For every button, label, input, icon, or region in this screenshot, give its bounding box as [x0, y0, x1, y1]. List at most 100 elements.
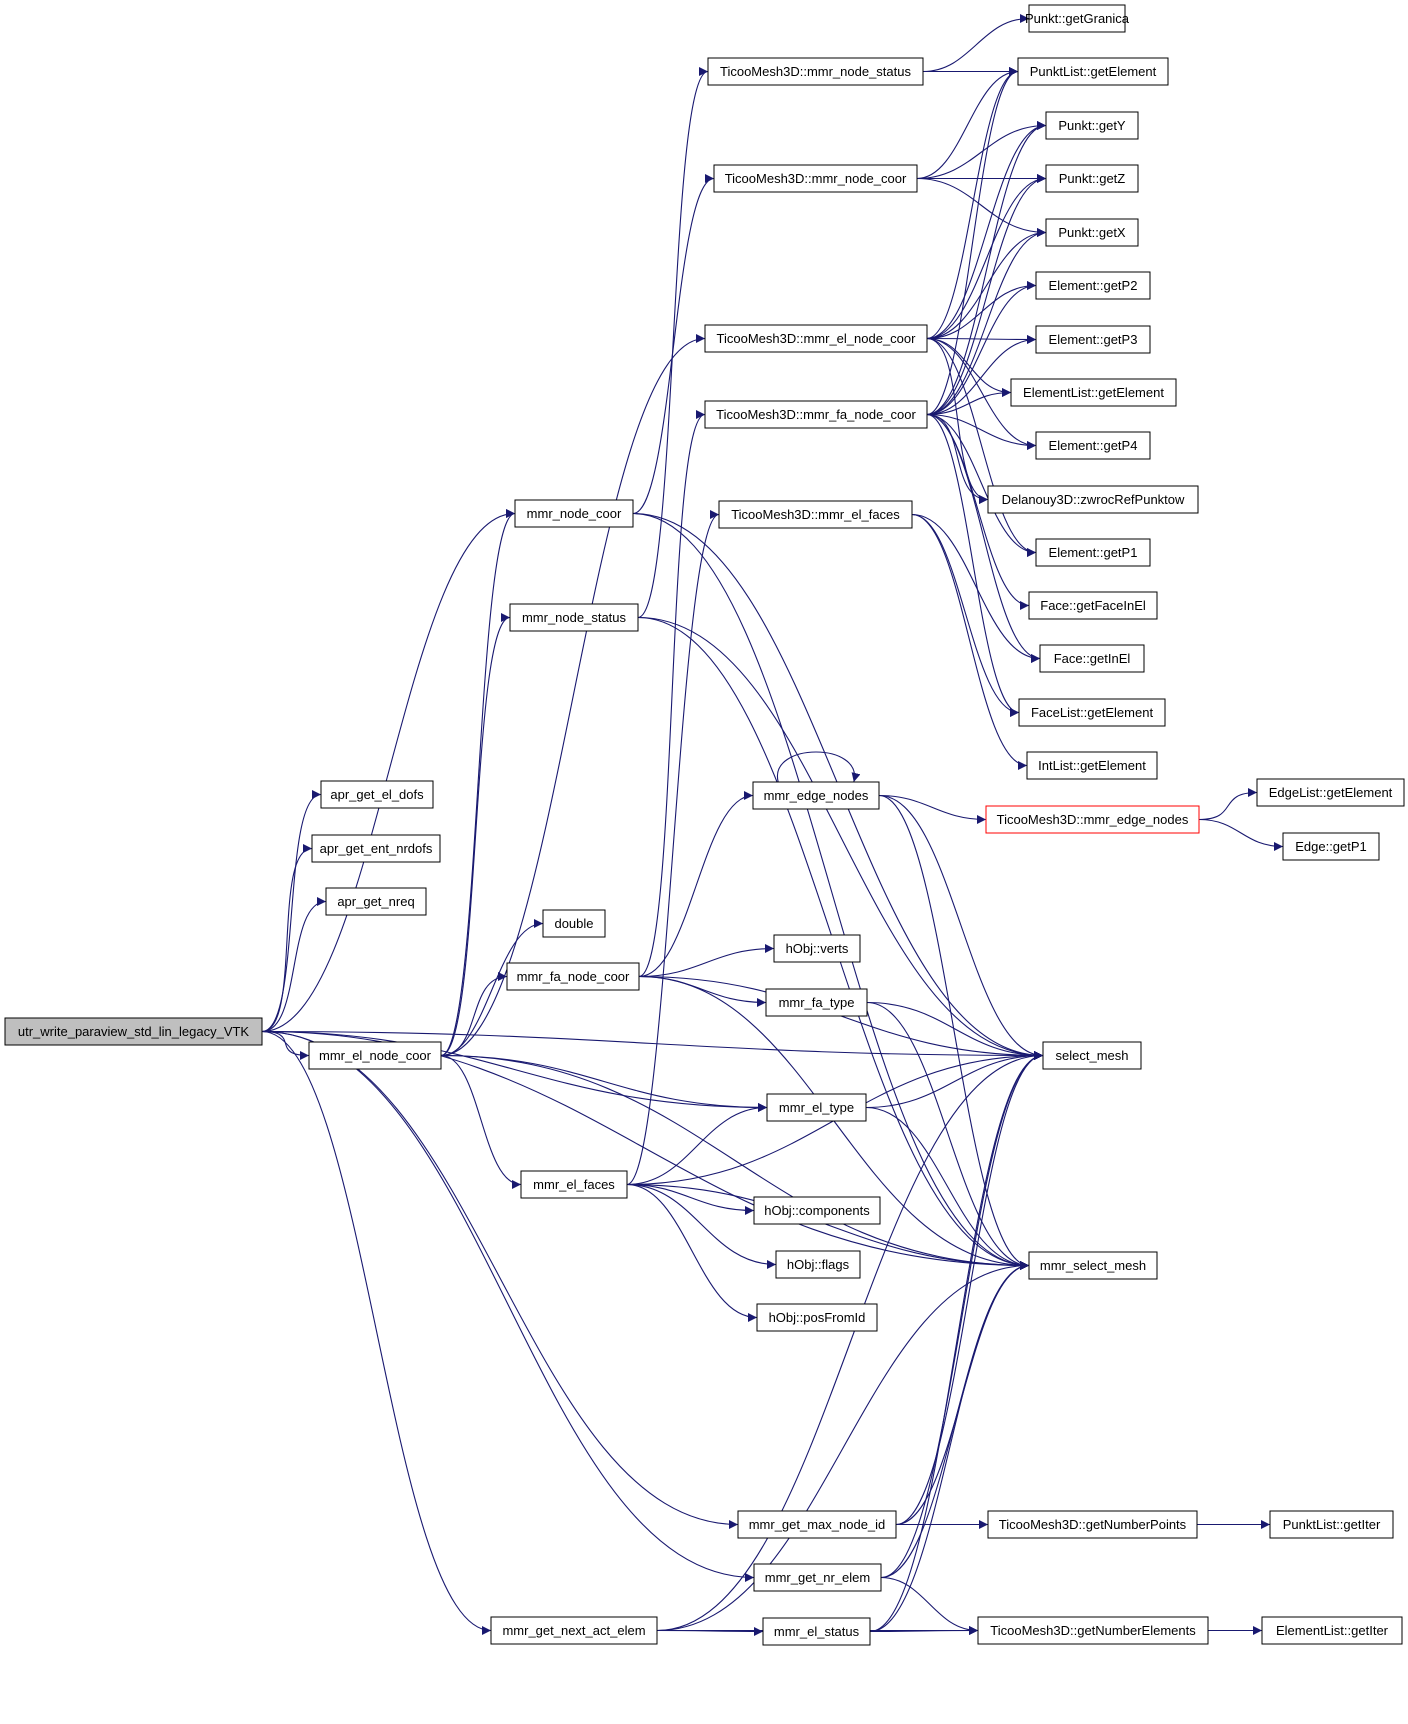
node-element-getp1[interactable]: Element::getP1 — [1035, 538, 1151, 567]
edge-mmr-el-faces-to-hobj-components — [626, 1183, 755, 1215]
node-mmr-el-faces[interactable]: mmr_el_faces — [520, 1170, 628, 1199]
node-t-getnumberpoints[interactable]: TicooMesh3D::getNumberPoints — [987, 1510, 1198, 1539]
node-punkt-gety[interactable]: Punkt::getY — [1045, 111, 1139, 140]
edge-t-mmr-el-node-coor-to-element-getp4 — [926, 337, 1037, 450]
node-box — [1017, 57, 1169, 86]
node-box — [753, 1196, 881, 1225]
edge-mmr-el-status-to-select-mesh — [869, 1051, 1044, 1633]
edge-mmr-node-coor-to-mmr-select-mesh — [632, 512, 1030, 1270]
node-hobj-flags[interactable]: hObj::flags — [775, 1250, 861, 1279]
node-mmr-node-status[interactable]: mmr_node_status — [509, 603, 639, 632]
node-box — [1035, 325, 1151, 354]
edge-t-mmr-fa-node-coor-to-element-getp3 — [926, 335, 1037, 416]
node-label: mmr_el_status — [774, 1624, 860, 1639]
edge-mmr-edge-nodes-to-mmr-select-mesh — [878, 794, 1030, 1270]
node-box — [1039, 644, 1145, 673]
node-punktlist-getiter[interactable]: PunktList::getIter — [1269, 1510, 1394, 1539]
node-label: mmr_node_status — [522, 610, 627, 625]
edge-mmr-fa-type-to-mmr-select-mesh — [866, 1001, 1030, 1270]
node-label: FaceList::getElement — [1031, 705, 1154, 720]
node-element-getp3[interactable]: Element::getP3 — [1035, 325, 1151, 354]
edge-t-mmr-edge-nodes-to-edge-getp1 — [1198, 818, 1284, 851]
edge-t-mmr-edge-nodes-to-edgelist-getelement — [1198, 788, 1258, 821]
node-face-getinel[interactable]: Face::getInEl — [1039, 644, 1145, 673]
node-box — [1256, 778, 1405, 807]
node-mmr-el-node-coor[interactable]: mmr_el_node_coor — [308, 1041, 442, 1070]
node-mmr-get-nr-elem[interactable]: mmr_get_nr_elem — [753, 1563, 882, 1592]
edge-t-mmr-node-coor-to-punktlist-getelement — [916, 67, 1019, 180]
node-intlist-getelement[interactable]: IntList::getElement — [1026, 751, 1158, 780]
edge-mmr-fa-type-to-select-mesh — [866, 1001, 1044, 1060]
node-punkt-getx[interactable]: Punkt::getX — [1045, 218, 1139, 247]
node-root[interactable]: utr_write_paraview_std_lin_legacy_VTK — [4, 1017, 263, 1046]
node-mmr-get-max-node-id[interactable]: mmr_get_max_node_id — [737, 1510, 897, 1539]
node-label: mmr_el_node_coor — [319, 1048, 432, 1063]
node-box — [762, 1617, 871, 1646]
node-box — [1045, 164, 1139, 193]
edge-root-to-mmr-el-type — [261, 1030, 768, 1112]
node-hobj-components[interactable]: hObj::components — [753, 1196, 881, 1225]
node-apr-get-ent-nrdofs[interactable]: apr_get_ent_nrdofs — [311, 834, 441, 863]
node-t-mmr-el-node-coor[interactable]: TicooMesh3D::mmr_el_node_coor — [704, 324, 928, 353]
edge-mmr-el-type-to-select-mesh — [865, 1051, 1044, 1109]
node-mmr-node-coor[interactable]: mmr_node_coor — [514, 499, 634, 528]
edge-mmr-el-faces-to-mmr-el-type — [626, 1103, 768, 1186]
node-mmr-fa-node-coor[interactable]: mmr_fa_node_coor — [506, 962, 640, 991]
node-label: Element::getP3 — [1049, 332, 1138, 347]
node-t-mmr-edge-nodes[interactable]: TicooMesh3D::mmr_edge_nodes — [985, 805, 1200, 834]
node-face-getfaceinel[interactable]: Face::getFaceInEl — [1028, 591, 1158, 620]
node-mmr-get-next-act-elem[interactable]: mmr_get_next_act_elem — [490, 1616, 658, 1645]
node-apr-get-nreq[interactable]: apr_get_nreq — [325, 887, 427, 916]
node-t-getnumberelements[interactable]: TicooMesh3D::getNumberElements — [977, 1616, 1209, 1645]
node-mmr-fa-type[interactable]: mmr_fa_type — [765, 988, 868, 1017]
node-label: mmr_el_faces — [533, 1177, 615, 1192]
edge-t-mmr-fa-node-coor-to-element-getp4 — [926, 413, 1037, 450]
node-box — [756, 1303, 878, 1332]
node-label: mmr_get_max_node_id — [749, 1517, 886, 1532]
node-t-mmr-node-coor[interactable]: TicooMesh3D::mmr_node_coor — [713, 164, 918, 193]
edge-t-mmr-el-node-coor-to-element-getp2 — [926, 281, 1037, 340]
nodes-layer: utr_write_paraview_std_lin_legacy_VTK apr… — [4, 4, 1405, 1646]
node-element-getp4[interactable]: Element::getP4 — [1035, 431, 1151, 460]
node-delanouy3d-zwrocrefpunktow[interactable]: Delanouy3D::zwrocRefPunktow — [987, 485, 1199, 514]
edge-mmr-el-node-coor-to-mmr-node-status — [440, 613, 511, 1057]
node-box — [1010, 378, 1177, 407]
node-punkt-getz[interactable]: Punkt::getZ — [1045, 164, 1139, 193]
node-hobj-posfromid[interactable]: hObj::posFromId — [756, 1303, 878, 1332]
node-label: Punkt::getX — [1058, 225, 1126, 240]
edge-t-mmr-el-node-coor-to-punkt-gety — [926, 121, 1047, 340]
node-mmr-select-mesh[interactable]: mmr_select_mesh — [1028, 1251, 1158, 1280]
node-mmr-el-status[interactable]: mmr_el_status — [762, 1617, 871, 1646]
node-double[interactable]: double — [542, 909, 606, 938]
node-edgelist-getelement[interactable]: EdgeList::getElement — [1256, 778, 1405, 807]
node-facelist-getelement[interactable]: FaceList::getElement — [1018, 698, 1166, 727]
node-label: mmr_el_type — [779, 1100, 854, 1115]
node-label: TicooMesh3D::getNumberPoints — [999, 1517, 1187, 1532]
node-elementlist-getiter[interactable]: ElementList::getIter — [1261, 1616, 1403, 1645]
node-box — [765, 988, 868, 1017]
node-edge-getp1[interactable]: Edge::getP1 — [1282, 832, 1380, 861]
node-punkt-getgranica[interactable]: Punkt::getGranica — [1025, 4, 1130, 33]
node-hobj-verts[interactable]: hObj::verts — [773, 934, 861, 963]
edge-t-mmr-el-node-coor-to-element-getp3 — [926, 334, 1037, 344]
node-t-mmr-fa-node-coor[interactable]: TicooMesh3D::mmr_fa_node_coor — [704, 400, 928, 429]
edge-t-mmr-fa-node-coor-to-element-getp1 — [926, 413, 1037, 557]
edge-root-to-mmr-get-max-node-id — [261, 1030, 739, 1529]
edge-root-to-mmr-node-coor — [261, 509, 516, 1033]
node-t-mmr-el-faces[interactable]: TicooMesh3D::mmr_el_faces — [718, 500, 913, 529]
node-mmr-el-type[interactable]: mmr_el_type — [766, 1093, 867, 1122]
node-select-mesh[interactable]: select_mesh — [1042, 1041, 1142, 1070]
node-elementlist-getelement[interactable]: ElementList::getElement — [1010, 378, 1177, 407]
node-box — [704, 400, 928, 429]
edge-root-to-apr-get-nreq — [261, 897, 327, 1033]
node-element-getp2[interactable]: Element::getP2 — [1035, 271, 1151, 300]
node-box — [775, 1250, 861, 1279]
node-apr-get-el-dofs[interactable]: apr_get_el_dofs — [320, 780, 434, 809]
edge-root-to-apr-get-ent-nrdofs — [261, 844, 313, 1033]
node-t-mmr-node-status[interactable]: TicooMesh3D::mmr_node_status — [707, 57, 924, 86]
node-label: IntList::getElement — [1038, 758, 1146, 773]
node-box — [520, 1170, 628, 1199]
node-mmr-edge-nodes[interactable]: mmr_edge_nodes — [752, 781, 880, 810]
node-label: ElementList::getElement — [1023, 385, 1164, 400]
node-punktlist-getelement[interactable]: PunktList::getElement — [1017, 57, 1169, 86]
